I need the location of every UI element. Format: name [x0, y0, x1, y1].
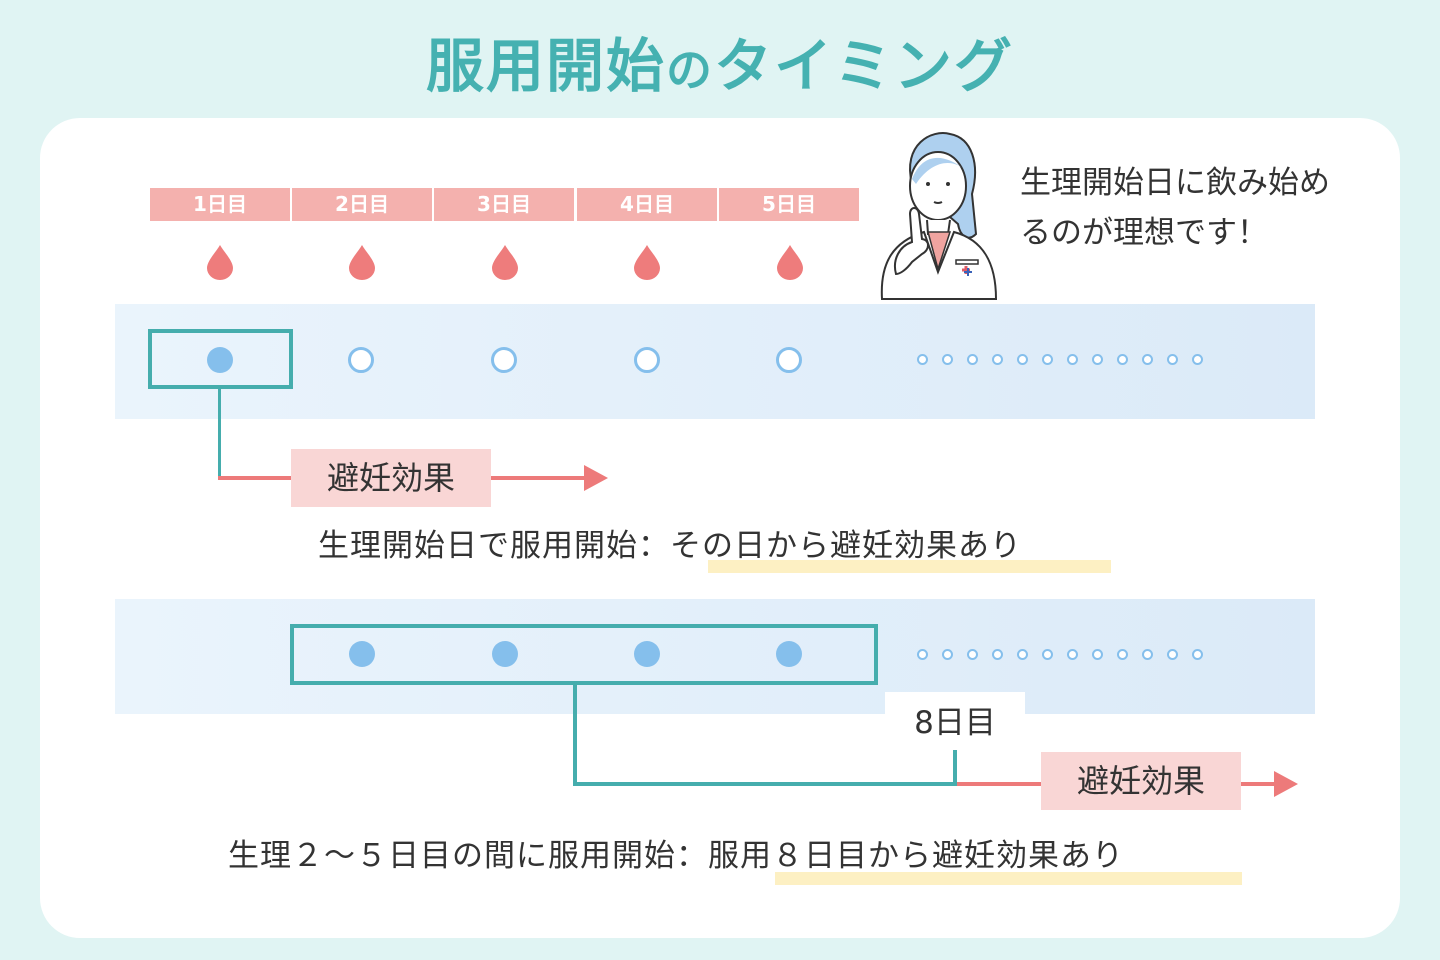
title-particle: の — [666, 43, 714, 97]
pill-day-2 — [348, 347, 374, 373]
connector-line — [953, 750, 957, 786]
day-label-5: 5日目 — [719, 188, 859, 221]
pill-day-3 — [491, 347, 517, 373]
title-rest: タイミング — [714, 32, 1015, 100]
pill-day-5 — [776, 347, 802, 373]
contraceptive-effect-label: 避妊効果 — [291, 449, 491, 507]
highlight-underline — [775, 872, 1242, 885]
blood-drop-icon — [492, 245, 518, 280]
day-label-3: 3日目 — [434, 188, 574, 221]
speech-line-1: 生理開始日に飲み始め — [1020, 165, 1330, 201]
doctor-illustration-icon — [880, 132, 998, 300]
blood-drop-icon — [634, 245, 660, 280]
pill-day-4 — [634, 347, 660, 373]
statement-highlight: その日から避妊効果あり — [670, 528, 1022, 564]
pill-taken-day-1 — [207, 347, 233, 373]
title-main: 服用開始 — [425, 32, 666, 100]
page-title: 服用開始のタイミング — [0, 26, 1440, 110]
timeline-band-2 — [115, 599, 1315, 714]
speech-line-2: るのが理想です！ — [1020, 215, 1268, 251]
blood-drop-icon — [207, 245, 233, 280]
pill-taken-day-4 — [634, 641, 660, 667]
remaining-days-dots — [917, 649, 1203, 660]
timeline-band-1 — [115, 304, 1315, 419]
statement-prefix: 生理開始日で服用開始： — [318, 528, 670, 564]
blood-drop-icon — [349, 245, 375, 280]
arrow-right-icon — [584, 465, 608, 491]
connector-line — [573, 684, 577, 786]
day-label-1: 1日目 — [150, 188, 290, 221]
day-label-2: 2日目 — [292, 188, 432, 221]
statement-prefix: 生理２～５日目の間に服用開始： — [228, 838, 708, 874]
connector-line — [218, 388, 221, 478]
connector-line — [573, 782, 957, 786]
pill-taken-day-3 — [492, 641, 518, 667]
remaining-days-dots — [917, 354, 1203, 365]
blood-drop-icon — [777, 245, 803, 280]
start-day-highlight-box — [148, 329, 293, 389]
contraceptive-effect-label: 避妊効果 — [1041, 752, 1241, 810]
pill-taken-day-2 — [349, 641, 375, 667]
arrow-right-icon — [1274, 771, 1298, 797]
scenario-1-statement: 生理開始日で服用開始：その日から避妊効果あり — [318, 520, 1022, 565]
day-label-4: 4日目 — [577, 188, 717, 221]
doctor-speech: 生理開始日に飲み始め るのが理想です！ — [1020, 158, 1390, 258]
statement-highlight: 服用８日目から避妊効果あり — [708, 838, 1124, 874]
highlight-underline — [708, 560, 1111, 573]
day-8-label: 8日目 — [885, 692, 1025, 752]
scenario-2-statement: 生理２～５日目の間に服用開始：服用８日目から避妊効果あり — [228, 830, 1124, 875]
pill-taken-day-5 — [776, 641, 802, 667]
days-2-5-highlight-box — [290, 624, 878, 685]
